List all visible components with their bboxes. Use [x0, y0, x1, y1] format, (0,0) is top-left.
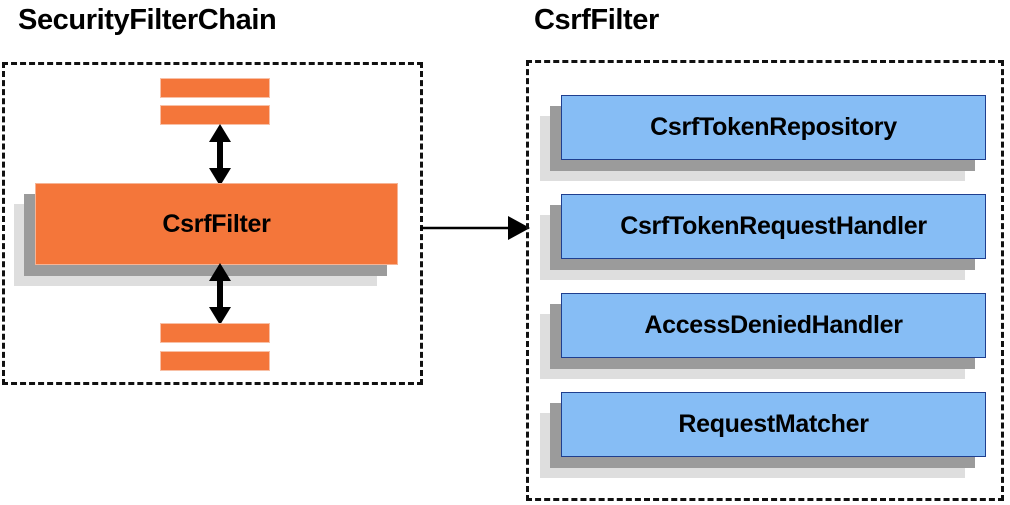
filter-bar-below-1 — [160, 323, 270, 343]
csrf-filter-node-label: CsrfFilter — [35, 183, 398, 265]
collaborator-node-csrf-token-request-handler[interactable]: CsrfTokenRequestHandler — [540, 194, 986, 280]
collaborator-node-request-matcher[interactable]: RequestMatcher — [540, 392, 986, 478]
csrf-filter-node[interactable]: CsrfFilter — [14, 183, 398, 286]
filter-bar-below-2 — [160, 351, 270, 371]
collaborator-node-label: AccessDeniedHandler — [561, 293, 986, 358]
arrow-above-bidirectional — [209, 124, 231, 186]
collaborator-node-label: CsrfTokenRepository — [561, 95, 986, 160]
filter-bar-above-1 — [160, 78, 270, 98]
collaborator-node-access-denied-handler[interactable]: AccessDeniedHandler — [540, 293, 986, 379]
collaborator-node-label: RequestMatcher — [561, 392, 986, 457]
filter-bar-above-2 — [160, 105, 270, 125]
collaborator-node-label: CsrfTokenRequestHandler — [561, 194, 986, 259]
left-panel-title: SecurityFilterChain — [18, 4, 277, 36]
csrffilter-expansion-arrow — [420, 216, 530, 240]
right-panel-title: CsrfFilter — [534, 4, 659, 36]
csrf-filter-detail-container — [526, 60, 1004, 501]
collaborator-node-csrf-token-repository[interactable]: CsrfTokenRepository — [540, 95, 986, 181]
arrow-below-bidirectional — [209, 263, 231, 325]
security-filter-chain-container — [2, 62, 423, 385]
